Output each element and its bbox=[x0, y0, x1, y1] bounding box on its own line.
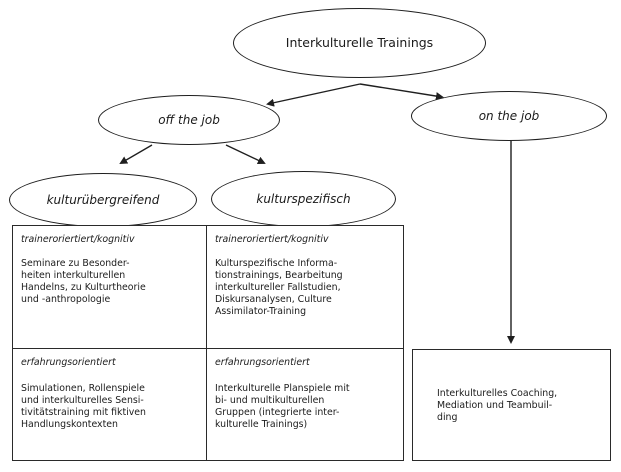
cell-on-the-job-body: Interkulturelles Coaching, Mediation und… bbox=[437, 388, 558, 423]
arrow-root-to-on-the-job bbox=[359, 83, 444, 101]
cell-specific-cognitive-heading: traineroriertiert/kognitiv bbox=[215, 234, 329, 245]
node-on-the-job: on the job bbox=[411, 91, 607, 141]
cell-specific-experiential-heading: erfahrungsorientiert bbox=[215, 357, 310, 368]
node-on-the-job-label: on the job bbox=[478, 109, 540, 123]
node-interkulturelle-trainings: Interkulturelle Trainings bbox=[233, 8, 486, 78]
node-interkulturelle-trainings-label: Interkulturelle Trainings bbox=[285, 34, 434, 50]
arrow-root-to-off-the-job bbox=[266, 83, 361, 107]
cell-general-experiential-heading: erfahrungsorientiert bbox=[21, 357, 116, 368]
arrow-off-to-kulturspezifisch bbox=[225, 144, 266, 165]
node-off-the-job-label: off the job bbox=[158, 113, 220, 127]
cell-general-experiential: erfahrungsorientiert Simulationen, Rolle… bbox=[12, 348, 207, 461]
cell-general-experiential-body: Simulationen, Rollenspiele und interkult… bbox=[21, 383, 146, 430]
cell-specific-experiential-body: Interkulturelle Planspiele mit bi- und m… bbox=[215, 383, 350, 430]
cell-specific-cognitive: traineroriertiert/kognitiv Kulturspezifi… bbox=[206, 225, 404, 349]
cell-on-the-job: Interkulturelles Coaching, Mediation und… bbox=[412, 349, 611, 461]
cell-specific-cognitive-body: Kulturspezifische Informa- tionstraining… bbox=[215, 258, 343, 317]
node-kulturuebergreifend-label: kulturübergreifend bbox=[46, 193, 160, 207]
cell-general-cognitive-heading: traineroriertiert/kognitiv bbox=[21, 234, 135, 245]
cell-general-cognitive-body: Seminare zu Besonder- heiten interkultur… bbox=[21, 258, 146, 305]
cell-specific-experiential: erfahrungsorientiert Interkulturelle Pla… bbox=[206, 348, 404, 461]
arrow-off-to-kulturuebergreifend bbox=[119, 144, 153, 165]
node-kulturspezifisch-label: kulturspezifisch bbox=[256, 192, 351, 206]
node-off-the-job: off the job bbox=[98, 95, 280, 145]
node-kulturuebergreifend: kulturübergreifend bbox=[9, 173, 197, 227]
node-kulturspezifisch: kulturspezifisch bbox=[211, 171, 396, 227]
cell-general-cognitive: traineroriertiert/kognitiv Seminare zu B… bbox=[12, 225, 207, 349]
